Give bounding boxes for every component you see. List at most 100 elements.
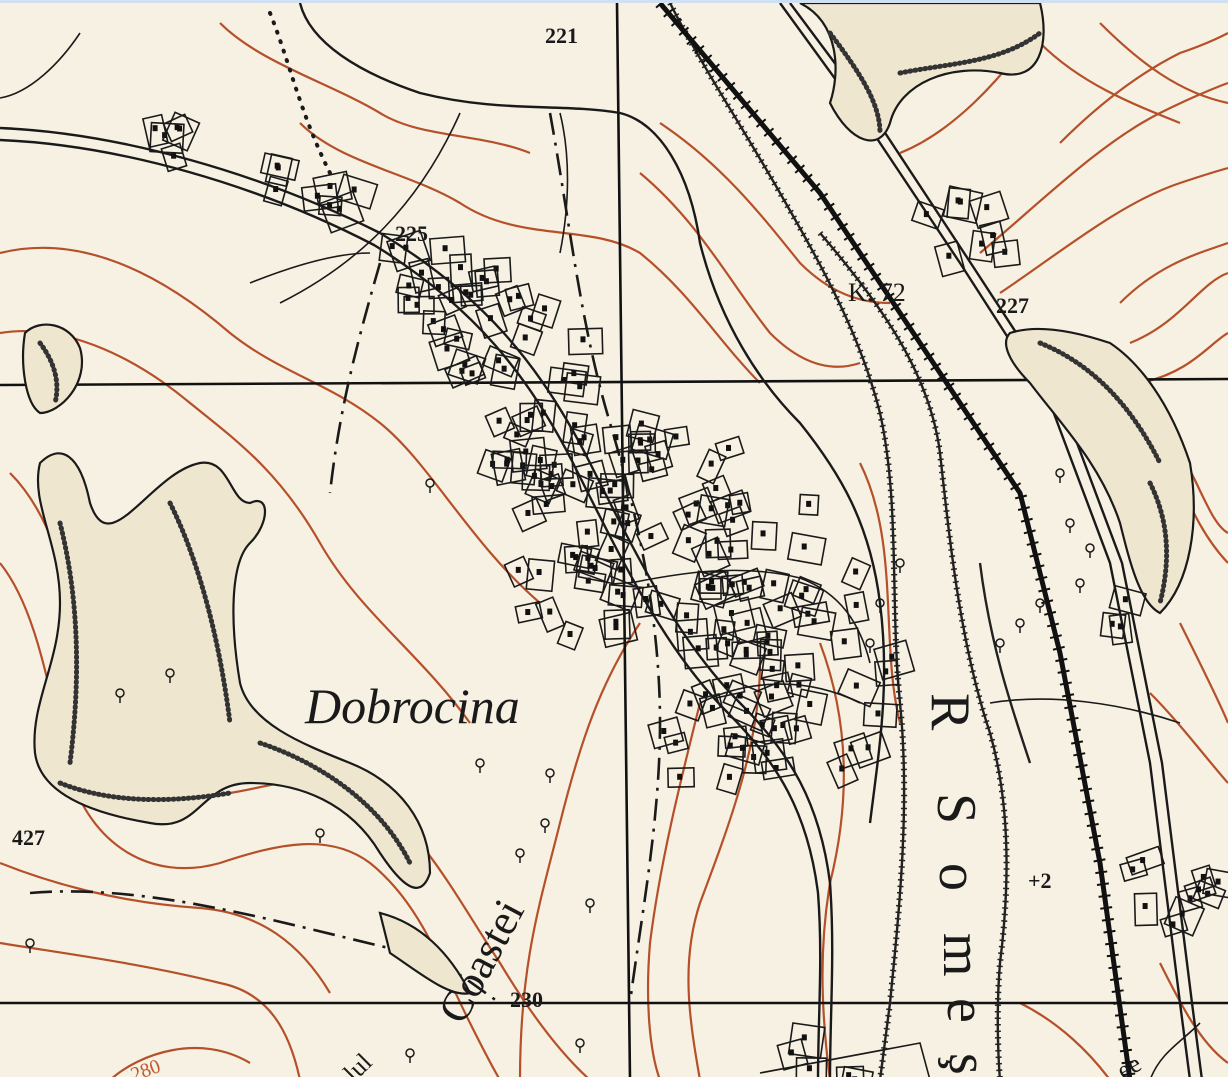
house-plot: [674, 688, 708, 722]
building: [726, 773, 732, 780]
building: [620, 456, 626, 463]
house-plot: [449, 253, 474, 288]
house-plot: [521, 464, 551, 492]
building: [524, 417, 530, 424]
building: [462, 361, 468, 368]
house-plot: [783, 579, 825, 618]
house-plot: [756, 630, 779, 657]
building: [459, 367, 465, 374]
building: [744, 707, 750, 714]
building: [713, 485, 719, 492]
building: [990, 232, 996, 239]
house-plot: [750, 737, 788, 775]
building: [561, 376, 567, 383]
building: [588, 562, 594, 569]
building: [732, 733, 738, 740]
building: [580, 336, 586, 343]
building: [984, 204, 990, 211]
house-plot: [705, 636, 729, 661]
building: [522, 334, 528, 341]
house-plot: [753, 679, 794, 719]
building: [608, 545, 614, 552]
house-plot: [717, 505, 750, 538]
house-plot: [317, 194, 343, 217]
house-plot: [531, 493, 566, 516]
building: [570, 481, 576, 488]
building: [769, 665, 775, 672]
tree-symbol: [540, 818, 550, 828]
building: [709, 704, 715, 711]
house-plot: [722, 725, 749, 750]
house-plot: [494, 284, 527, 318]
river-letter-o: o: [927, 863, 989, 891]
building: [531, 472, 537, 479]
house-plot: [490, 447, 527, 487]
elevation-plus-2: +2: [1028, 868, 1052, 893]
house-plot: [672, 499, 708, 532]
building: [419, 269, 425, 276]
elevation-427: 427: [12, 825, 45, 850]
tree-symbol: [1075, 578, 1085, 588]
house-plot: [567, 327, 604, 356]
building: [442, 245, 448, 252]
tree-symbol: [585, 898, 595, 908]
house-plot: [873, 659, 899, 687]
building: [685, 511, 691, 518]
building: [728, 546, 734, 553]
house-plot: [695, 494, 731, 528]
building: [807, 700, 813, 707]
building: [706, 550, 712, 557]
km-marker-label: K. 72: [848, 278, 906, 307]
building: [708, 505, 714, 512]
river-letter-m: m: [931, 933, 993, 977]
tree-symbol: [515, 848, 525, 858]
house-plot: [675, 617, 710, 652]
building: [760, 530, 766, 537]
house-plot: [1108, 584, 1147, 617]
building: [540, 409, 546, 416]
house-plot: [525, 557, 556, 593]
river-letter-s-cedilla: ş: [937, 1053, 999, 1075]
building: [542, 305, 548, 312]
house-plot: [508, 436, 548, 473]
building: [661, 727, 667, 734]
building: [744, 619, 750, 626]
house-plot: [663, 425, 691, 449]
house-plot: [836, 667, 882, 708]
map-canvas[interactable]: Dobrocina R S o m e ş Coastei alul ee K.…: [0, 3, 1228, 1077]
roads: [0, 3, 1201, 1077]
building: [673, 433, 679, 440]
building: [571, 370, 577, 377]
building: [327, 182, 333, 189]
house-plot: [759, 714, 793, 746]
tree-symbol: [865, 638, 875, 648]
house-plot: [149, 121, 185, 155]
building: [979, 240, 985, 247]
house-plot: [835, 1065, 865, 1077]
building: [1117, 623, 1123, 630]
house-plot: [519, 402, 544, 433]
house-plot: [442, 327, 474, 351]
building: [406, 282, 412, 289]
river-letter-e: e: [935, 998, 997, 1023]
building: [955, 197, 961, 204]
building: [585, 554, 591, 561]
house-plot: [794, 688, 829, 727]
house-plot: [727, 693, 772, 732]
house-plot: [722, 679, 763, 716]
house-plot: [481, 344, 521, 378]
contour-lines: [0, 3, 1228, 1077]
building: [618, 566, 624, 573]
building: [795, 662, 801, 669]
building: [469, 370, 475, 377]
house-plot: [1183, 876, 1217, 904]
building: [853, 568, 859, 575]
building: [737, 499, 743, 506]
building: [946, 252, 952, 259]
house-plot: [783, 652, 816, 683]
house-plot: [776, 1038, 809, 1071]
tree-symbol: [895, 558, 905, 568]
building: [585, 577, 591, 584]
house-plot: [716, 539, 749, 561]
